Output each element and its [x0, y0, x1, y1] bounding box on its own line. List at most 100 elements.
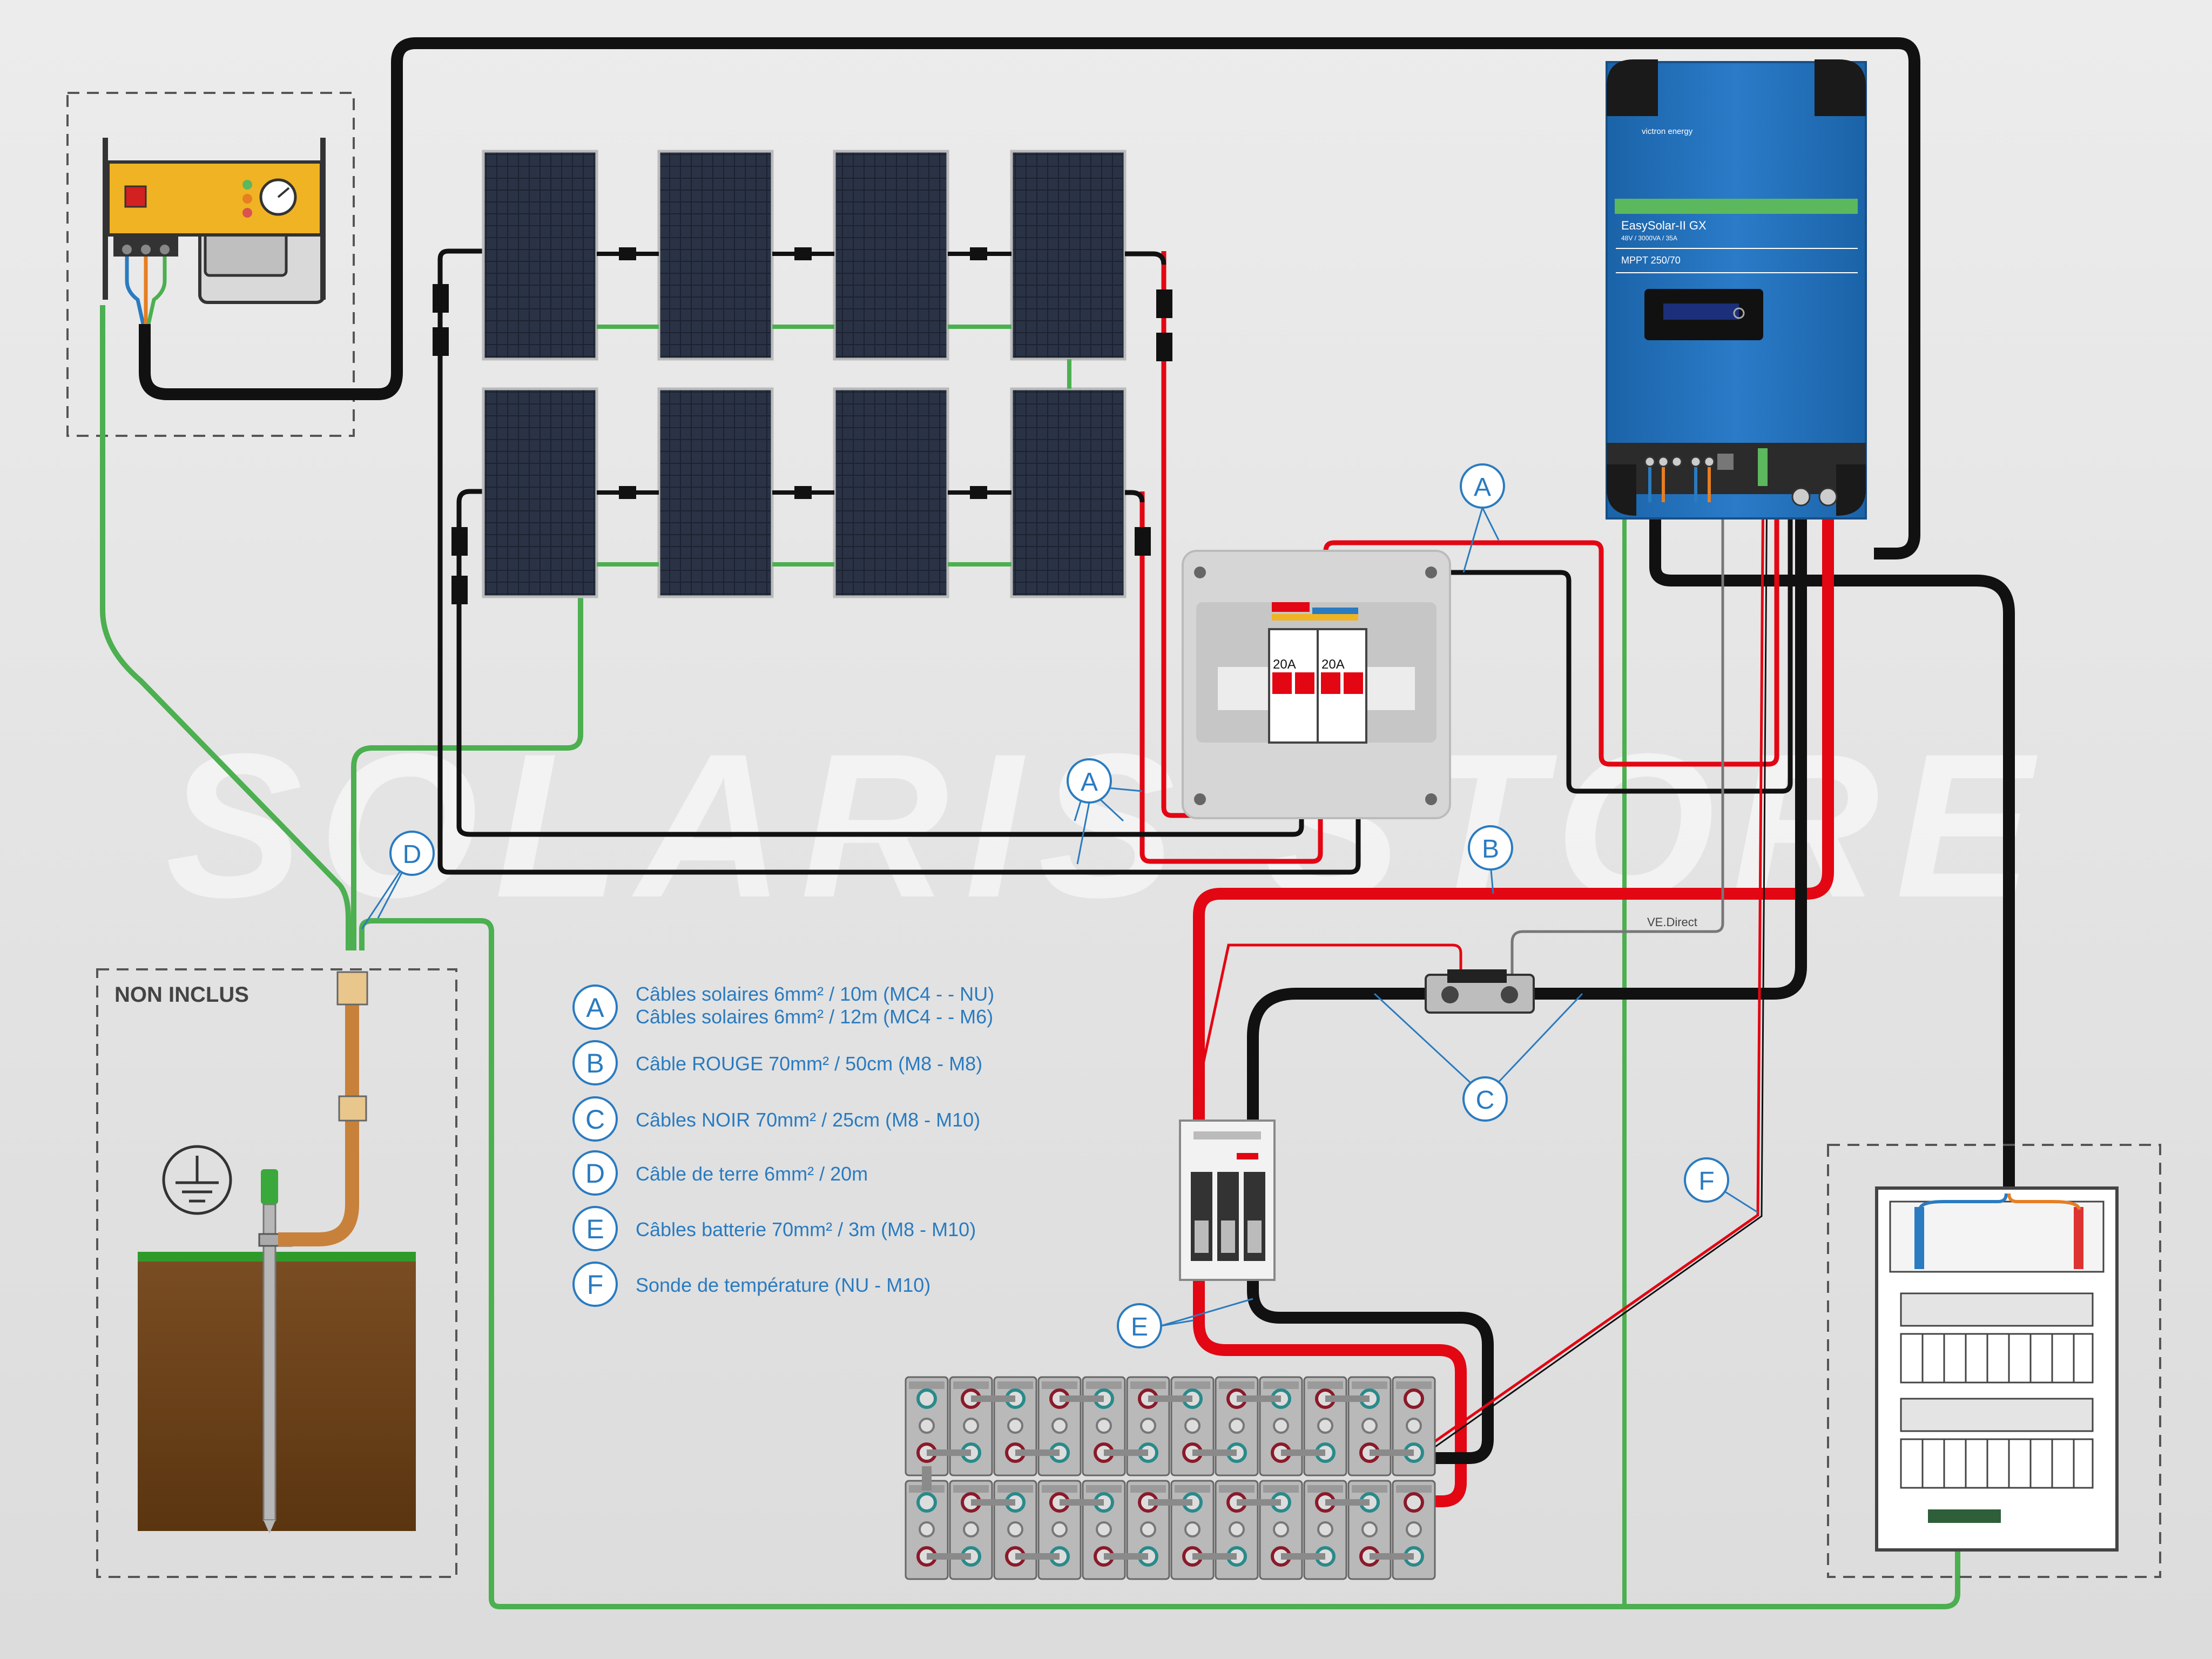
- pv-breaker-box: 20A 20A: [1182, 550, 1451, 819]
- battery-cell: [1126, 1480, 1170, 1580]
- distribution-dashed-box: [1827, 1144, 2161, 1578]
- battery-cell: [1037, 1480, 1082, 1580]
- legend-text: Câbles solaires 6mm² / 10m (MC4 - - NU): [636, 983, 994, 1005]
- battery-cell: [1303, 1376, 1347, 1476]
- solar-panel: [482, 150, 598, 361]
- vedirect-label: VE.Direct: [1647, 915, 1697, 929]
- callout-bubbles: A A B C D E F: [389, 463, 1729, 1348]
- earth-rod-icon: [258, 1169, 293, 1534]
- battery-cell: [1082, 1376, 1126, 1476]
- callout-f: F: [1684, 1157, 1729, 1203]
- breaker-rating-left: 20A: [1273, 657, 1296, 672]
- svg-text:A: A: [1474, 473, 1491, 502]
- svg-text:B: B: [1482, 835, 1499, 864]
- legend-text: Câble de terre 6mm² / 20m: [636, 1163, 868, 1185]
- callout-e: E: [1117, 1303, 1162, 1348]
- solar-panel-array: [433, 150, 1172, 604]
- solar-panel: [833, 150, 949, 361]
- generator-area: [66, 92, 355, 437]
- earth-cable-panels: [351, 586, 583, 950]
- solar-panel: [1010, 387, 1127, 598]
- legend-item: B Câble ROUGE 70mm² / 50cm (M8 - M8): [572, 1040, 982, 1085]
- earth-connector: [336, 971, 368, 1122]
- callout-b: B: [1468, 825, 1513, 871]
- legend-text: Câbles batterie 70mm² / 3m (M8 - M10): [636, 1218, 976, 1240]
- svg-text:F: F: [1698, 1167, 1714, 1196]
- callout-c: C: [1462, 1076, 1508, 1122]
- pv-output-positive: [1323, 502, 1779, 767]
- svg-text:E: E: [1131, 1313, 1148, 1341]
- legend-letter-badge: [572, 1262, 618, 1307]
- generator-ac-cable: [139, 37, 1920, 559]
- legend-text: Câble ROUGE 70mm² / 50cm (M8 - M8): [636, 1053, 982, 1075]
- inverter-spec: 48V / 3000VA / 35A: [1621, 234, 1677, 242]
- legend-letter-badge: [572, 1150, 618, 1196]
- solar-panel: [482, 387, 598, 598]
- battery-cell: [1126, 1376, 1170, 1476]
- soil: [138, 1258, 416, 1531]
- vedirect-wire: [1510, 475, 1724, 977]
- inverter-mppt: MPPT 250/70: [1621, 255, 1681, 266]
- battery-cell: [1082, 1480, 1126, 1580]
- generator-icon: [103, 138, 326, 304]
- legend-item: C Câbles NOIR 70mm² / 25cm (M8 - M10): [572, 1096, 980, 1142]
- legend-text: Câbles solaires 6mm² / 12m (MC4 - - M6): [636, 1006, 993, 1028]
- pv-string-2-positive: [1139, 491, 1323, 864]
- battery-fuse-switch[interactable]: [1179, 1120, 1276, 1281]
- legend-letter: E: [586, 1214, 604, 1244]
- legend-item: D Câble de terre 6mm² / 20m: [572, 1150, 868, 1196]
- solar-panel: [657, 387, 774, 598]
- svg-text:C: C: [1476, 1086, 1495, 1115]
- battery-cell: [1215, 1376, 1259, 1476]
- legend-item: E Câbles batterie 70mm² / 3m (M8 - M10): [572, 1206, 976, 1251]
- earth-copper-cable: [278, 988, 359, 1246]
- legend-letter-badge: [572, 1206, 618, 1251]
- distribution-panel: [1875, 1186, 2119, 1552]
- legend-letter-badge: [572, 1096, 618, 1142]
- battery-negative-cable: [1534, 516, 1807, 1000]
- svg-text:A: A: [1081, 768, 1098, 797]
- battery-cell: [1170, 1376, 1215, 1476]
- battery-cell: [949, 1376, 993, 1476]
- legend-letter: D: [585, 1158, 605, 1189]
- callout-d: D: [389, 831, 435, 876]
- legend-text: Câbles NOIR 70mm² / 25cm (M8 - M10): [636, 1109, 980, 1131]
- battery-cell: [1347, 1376, 1392, 1476]
- callout-a-top: A: [1460, 463, 1505, 509]
- shunt-to-fuse-negative: [1247, 988, 1494, 1464]
- generator-dashed-box: [66, 92, 355, 437]
- distribution-panel-area: [1827, 1144, 2161, 1578]
- earth-cable-generator: [100, 305, 351, 950]
- legend-letter: F: [587, 1270, 604, 1300]
- inverter-model: EasySolar-II GX: [1621, 219, 1707, 232]
- solar-panel: [1010, 150, 1127, 361]
- dc-breaker-left[interactable]: 20A: [1268, 628, 1319, 744]
- battery-shunt: [1425, 969, 1535, 1014]
- ac-out-cable: [1649, 502, 2015, 1202]
- breaker-rating-right: 20A: [1321, 657, 1345, 672]
- battery-cell: [1215, 1480, 1259, 1580]
- battery-cell: [1170, 1480, 1215, 1580]
- battery-cell: [993, 1376, 1037, 1476]
- inverter-button[interactable]: [1733, 307, 1745, 319]
- non-inclus-dashed-box: [96, 968, 457, 1578]
- solar-panel: [657, 150, 774, 361]
- legend-letter-badge: [572, 984, 618, 1030]
- solar-panel: [833, 387, 949, 598]
- dc-breaker-right[interactable]: 20A: [1317, 628, 1367, 744]
- battery-cell: [993, 1480, 1037, 1580]
- battery-positive-cable: [1193, 516, 1834, 1507]
- pv-string-1-negative: [437, 248, 1361, 875]
- cables: [100, 37, 2015, 1609]
- legend-letter-badge: [572, 1040, 618, 1085]
- legend-letter: C: [585, 1104, 605, 1135]
- legend-letter: B: [586, 1048, 604, 1078]
- battery-cell: [905, 1480, 949, 1580]
- pv-string-2-negative: [456, 489, 1304, 837]
- shunt-sense-wire: [1195, 943, 1462, 1097]
- battery-cell: [905, 1376, 949, 1476]
- battery-cell: [1347, 1480, 1392, 1580]
